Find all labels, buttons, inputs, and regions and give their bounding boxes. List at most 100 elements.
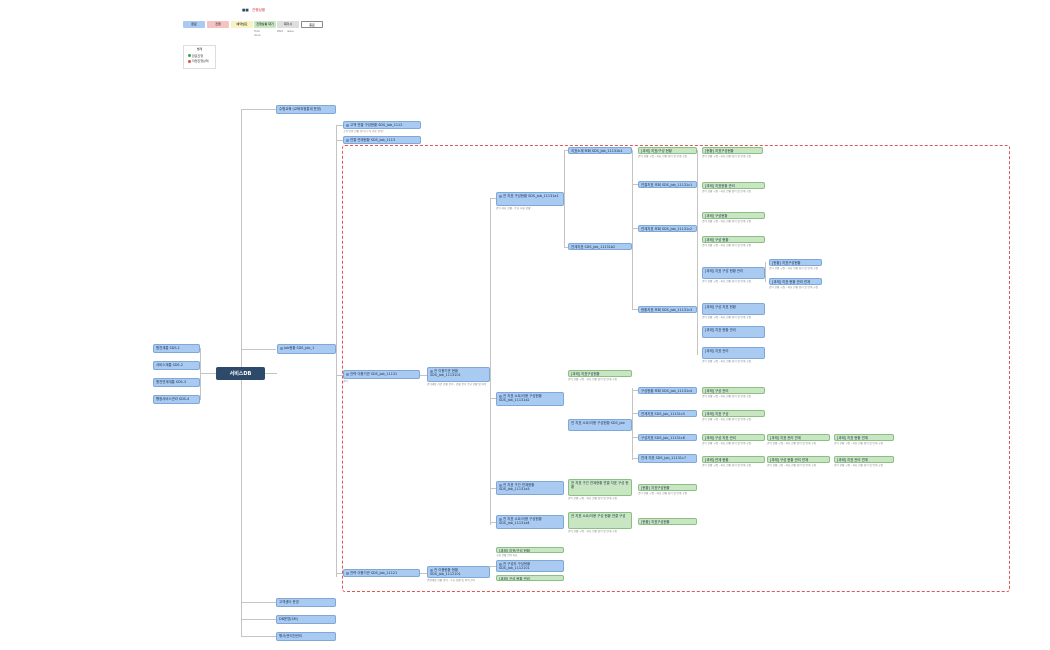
l9-node-1[interactable]: [현황] 지표구성현황 [769, 259, 822, 266]
toolbar-note: done [254, 34, 261, 37]
l7-node-3[interactable]: 현황지표 조회 SDS_Job_11131c3 [638, 306, 697, 313]
branch-node-connect[interactable]: 고객 연결 구성현황 SDS_Job_1112 [343, 121, 421, 129]
status-icon [346, 571, 349, 575]
l6-node-4[interactable]: 전 지표 소요/이용 구성현황 SDS_Job [568, 419, 632, 431]
toolbar-note: Todo [254, 30, 260, 33]
l9-node-4[interactable]: [과제] 구성 현황 관리 연계 [767, 456, 830, 463]
node-note: 관리 현황 구성 - 지표 현황 정리 및 연계 구성 [568, 378, 617, 381]
bottom-node-2[interactable]: DB운영(SM) [276, 615, 336, 624]
status-pending-button[interactable]: 대기시 [277, 21, 299, 28]
status-icon [430, 568, 433, 572]
l8-node-10[interactable]: [과제] 구성 관리 [702, 387, 765, 394]
status-icon [499, 517, 502, 521]
node-note: 관리 현황 구성 - 지표 현황 정리 및 연계 구성 [702, 244, 751, 247]
node-note: 관리 현황 구성 - 지표 현황 정리 및 연계 구성 [767, 464, 816, 467]
l8-node-2[interactable]: [현황] 지표구성현황 [702, 147, 763, 154]
left-node-4[interactable]: 행정서비스관리 SDS-4 [153, 395, 200, 404]
l8-node-7[interactable]: [과제] 구성 지표 현황 [702, 303, 765, 315]
legend-title: 범례 [196, 47, 203, 51]
l7-node-7[interactable]: 연계 지표 SDS_Job_11131c7 [638, 454, 697, 463]
node-note: 관리 현황 구성 - 지표 현황 정리 및 연계 구성 [767, 442, 816, 445]
node-note: 관리 현황 구성 - 지표 현황 정리 및 연계 구성 [834, 464, 883, 467]
l8-node-9[interactable]: [과제] 지표 관리 [702, 347, 765, 359]
job-node[interactable]: Job현황 SDS_Job_1 [277, 344, 336, 354]
l7-node-6[interactable]: 구성지표 SDS_Job_11131c6 [638, 434, 697, 441]
l9-node-5[interactable]: [과제] 지표 현황 연계 [834, 434, 894, 441]
legend-item: 작업진행상태 [188, 59, 215, 64]
node-note: 고객 연결 현황 관리 (누적 기준 관리) [343, 130, 384, 133]
legend-item: 완료진행 [188, 54, 215, 59]
node-note: 관리 현황 구성 - 지표 현황 정리 및 연계 구성 [568, 497, 617, 500]
highlight-group-box [342, 145, 1010, 592]
status-end-button[interactable]: 종료 [301, 21, 323, 28]
toolbar-note: issue [287, 30, 294, 33]
l9-node-6[interactable]: [과제] 지표 관리 연계 [834, 456, 894, 463]
status-icon [280, 346, 283, 350]
l6-node-3[interactable]: [과제] 지표구성현황 [568, 370, 632, 377]
left-node-3[interactable]: 원천연계계통 SDS-3 [153, 378, 200, 387]
l5-node-4[interactable]: 전 지표 소요/이용 구성현황 SDS_Job_11131a4 [496, 515, 564, 529]
l8-node-3[interactable]: [과제] 지표현황 관리 [702, 182, 765, 189]
node-note: 관리 현황 구성 - 지표 현황 정리 및 연계 구성 [702, 360, 751, 363]
branch-node-top[interactable]: 수험교육 (교육과정통계 운영) [276, 105, 336, 114]
status-reserve-button[interactable]: 예약필요 [231, 21, 253, 28]
l9-node-3[interactable]: [과제] 지표 관리 연계 [767, 434, 830, 441]
left-node-1[interactable]: 원천계통 SDS-1 [153, 344, 200, 353]
l7-node-1[interactable]: 연결지표 조회 SDS_Job_11131c1 [638, 181, 697, 188]
l9-node-2[interactable]: [과제] 지표 현황 관리 연계 [769, 278, 822, 285]
left-node-2[interactable]: 서비스계통 SDS-2 [153, 361, 200, 370]
node-note: 관리대상 기관 현황 관리 - 현황 관리 주요 현황 및 이력 [427, 383, 487, 386]
l5-node-green[interactable]: [과제] 지표/구성 현황 [496, 547, 564, 553]
status-wait-button[interactable]: 진행상황 대기 [254, 21, 276, 28]
l8-node-5[interactable]: [과제] 구성 현황 [702, 236, 765, 243]
status-done-button[interactable]: 완료 [183, 21, 205, 28]
status-icon [346, 138, 349, 142]
status-icon [430, 369, 433, 373]
l5-node-2[interactable]: 전 지표 소요/이용 구성현황 SDS_Job_11131a2 [496, 392, 564, 406]
node-note: 관리 현황 구성 - 지표 현황 정리 및 연계 구성 [702, 464, 751, 467]
l7-node-5[interactable]: 연계지표 SDS_Job_11131c5 [638, 410, 697, 417]
node-note: 관리 현황 구성 - 지표 현황 정리 및 연계 구성 [702, 280, 751, 283]
node-note: 관리 현황 구성 - 지표 현황 정리 및 연계 구성 [568, 530, 617, 533]
l8-node-6[interactable]: [과제] 지표 구성 현황 관리 [702, 267, 765, 279]
bottom-node-3[interactable]: 행사/관리전관리 [276, 632, 336, 641]
l8-node-11[interactable]: [과제] 지표 구성 [702, 410, 765, 417]
l7-node-2[interactable]: 연계지표 조회 SDS_Job_11131c2 [638, 225, 697, 232]
warning-circle-icon [188, 59, 191, 63]
l5-node-1[interactable]: 전 지표 구성현황 SDS_Job_11131a1 [496, 192, 564, 206]
l8-node-13[interactable]: [과제] 연계 현황 [702, 456, 765, 463]
node-note: 관리 현황 구성 - 지표 현황 정리 및 연계 구성 [702, 442, 751, 445]
node-note: 관리 현황 구성 - 지표 현황 정리 및 연계 구성 [702, 220, 751, 223]
l7-node-4[interactable]: 구성현황 조회 SDS_Job_11131c4 [638, 387, 697, 394]
legend: 범례 완료진행 작업진행상태 [183, 45, 216, 69]
node-note: 관리 현황 구성 - 지표 현황 정리 및 연계 구성 [702, 316, 751, 319]
l5-node-3[interactable]: 전 지표 구간 연계현황 SDS_Job_11131a3 [496, 481, 564, 495]
branch-node-link[interactable]: 연결 연계현황 SDS_Job_1113 [343, 136, 421, 144]
l8-node-8[interactable]: [과제] 지표 현황 관리 [702, 326, 765, 338]
l6-node-2[interactable]: 연계지표 SDS_Job_11131b2 [568, 243, 632, 250]
l3-node-2[interactable]: 전력 이용기관 SDS_Job_11121 [343, 569, 420, 577]
node-note: 관리 현황 구성 - 지표 현황 정리 및 연계 구성 [638, 492, 687, 495]
l3-node-1[interactable]: 전력 이용기관 SDS_Job_11131 [343, 370, 420, 379]
toolbar-note: Wait [277, 30, 283, 33]
bottom-node-1[interactable]: 고객센터 운영 [276, 598, 336, 607]
l7-node-9[interactable]: [현황] 지표구성현황 [638, 518, 697, 525]
l4-node-1[interactable]: 전 이용기관 현황 SDS_Job_1113101 [427, 367, 490, 382]
l8-node-4[interactable]: [과제] 구성현황 [702, 212, 765, 219]
center-node[interactable]: 서비스DB [216, 367, 265, 380]
l8-node-1[interactable]: [과제] 지표/구성 현황 [638, 147, 697, 154]
l5-node-green-2[interactable]: [과제] 구성 현황 관리 [496, 575, 564, 581]
l8-node-12[interactable]: [과제] 구성 지표 관리 [702, 434, 765, 441]
node-note: 관리 현황 구성 - 지표 현황 정리 및 연계 구성 [834, 442, 883, 445]
l4-node-2[interactable]: 전 이용현황 현황 SDS_Job_1112101 [427, 566, 490, 578]
node-note: 관리 [343, 380, 348, 383]
status-icon [499, 194, 502, 198]
l6-node-5[interactable]: 전 지표 구간 연계현황 연결 지표 구성 현황 [568, 479, 632, 496]
l6-node-6[interactable]: 전 지표 소요/이용 구성 현황 연결 구성 [568, 512, 632, 529]
status-icon [499, 483, 502, 487]
l5-node-5[interactable]: 전 구성지 구성현황 SDS_Job_1112101 [496, 560, 564, 572]
node-note: 관리 현황 구성 - 지표 현황 정리 및 연계 구성 [702, 395, 751, 398]
l7-node-8[interactable]: [현황] 지표구성현황 [638, 484, 697, 491]
status-progress-button[interactable]: 진행 [207, 21, 229, 28]
l6-node-1[interactable]: 지표소계 조회 SDS_Job_11131b1 [568, 147, 632, 154]
